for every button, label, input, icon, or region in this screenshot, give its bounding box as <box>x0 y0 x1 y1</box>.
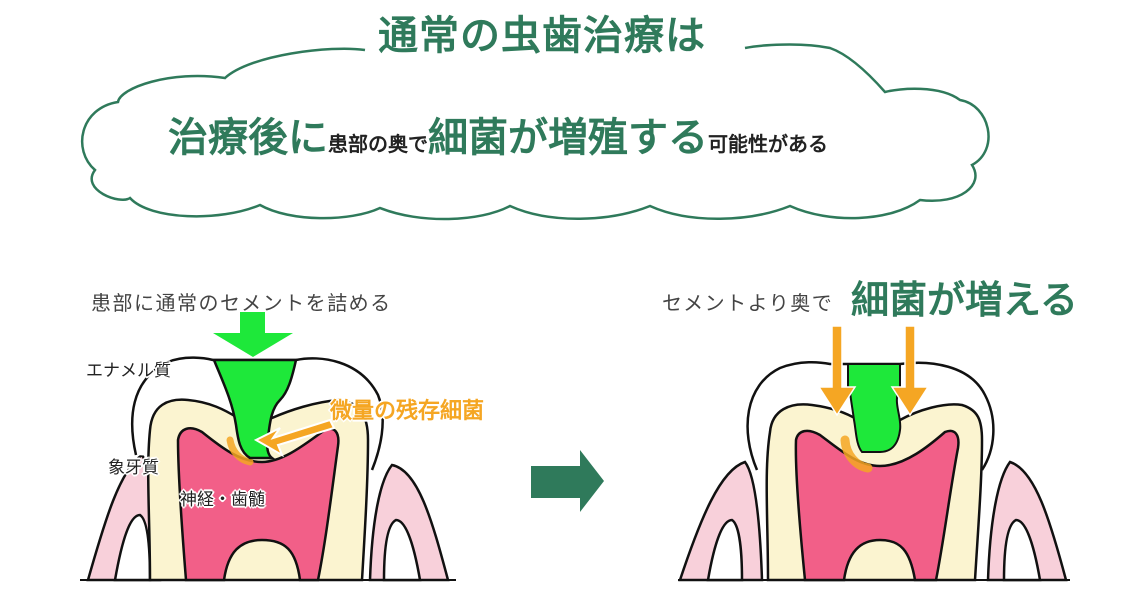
message-part: 可能性がある <box>708 132 828 156</box>
right-caption-big: 細菌が増える <box>851 278 1078 322</box>
message-part: 細菌が増殖する <box>428 115 708 161</box>
cement-filling <box>212 358 298 460</box>
filling-down-arrow-icon <box>213 312 293 357</box>
cloud-message: 治療後に患部の奥で細菌が増殖する可能性がある <box>168 118 828 158</box>
growing-bacteria <box>840 435 873 473</box>
bacteria-down-arrow-right-icon <box>890 325 930 417</box>
right-arrow-icon <box>531 450 604 512</box>
bacteria-down-arrow-left-icon <box>817 325 857 417</box>
right-caption-small: セメントより奥で <box>662 291 834 315</box>
label-pulp: 神経・歯髄 <box>180 490 265 510</box>
left-caption: 患部に通常のセメントを詰める <box>91 291 392 315</box>
label-enamel: エナメル質 <box>86 361 171 381</box>
cloud-heading: 通常の虫歯治療は <box>378 13 706 59</box>
left-tooth-diagram <box>80 312 456 582</box>
thought-cloud <box>80 43 990 221</box>
bacteria-pointer-arrow-icon <box>253 418 336 458</box>
cement-filling-right <box>847 363 902 453</box>
label-residual-bacteria: 微量の残存細菌 <box>330 399 485 424</box>
message-part: 患部の奥で <box>328 132 428 156</box>
right-tooth-diagram <box>678 325 1070 582</box>
label-dentin: 象牙質 <box>108 458 159 478</box>
residual-bacteria <box>226 436 254 466</box>
message-part: 治療後に <box>168 115 328 161</box>
